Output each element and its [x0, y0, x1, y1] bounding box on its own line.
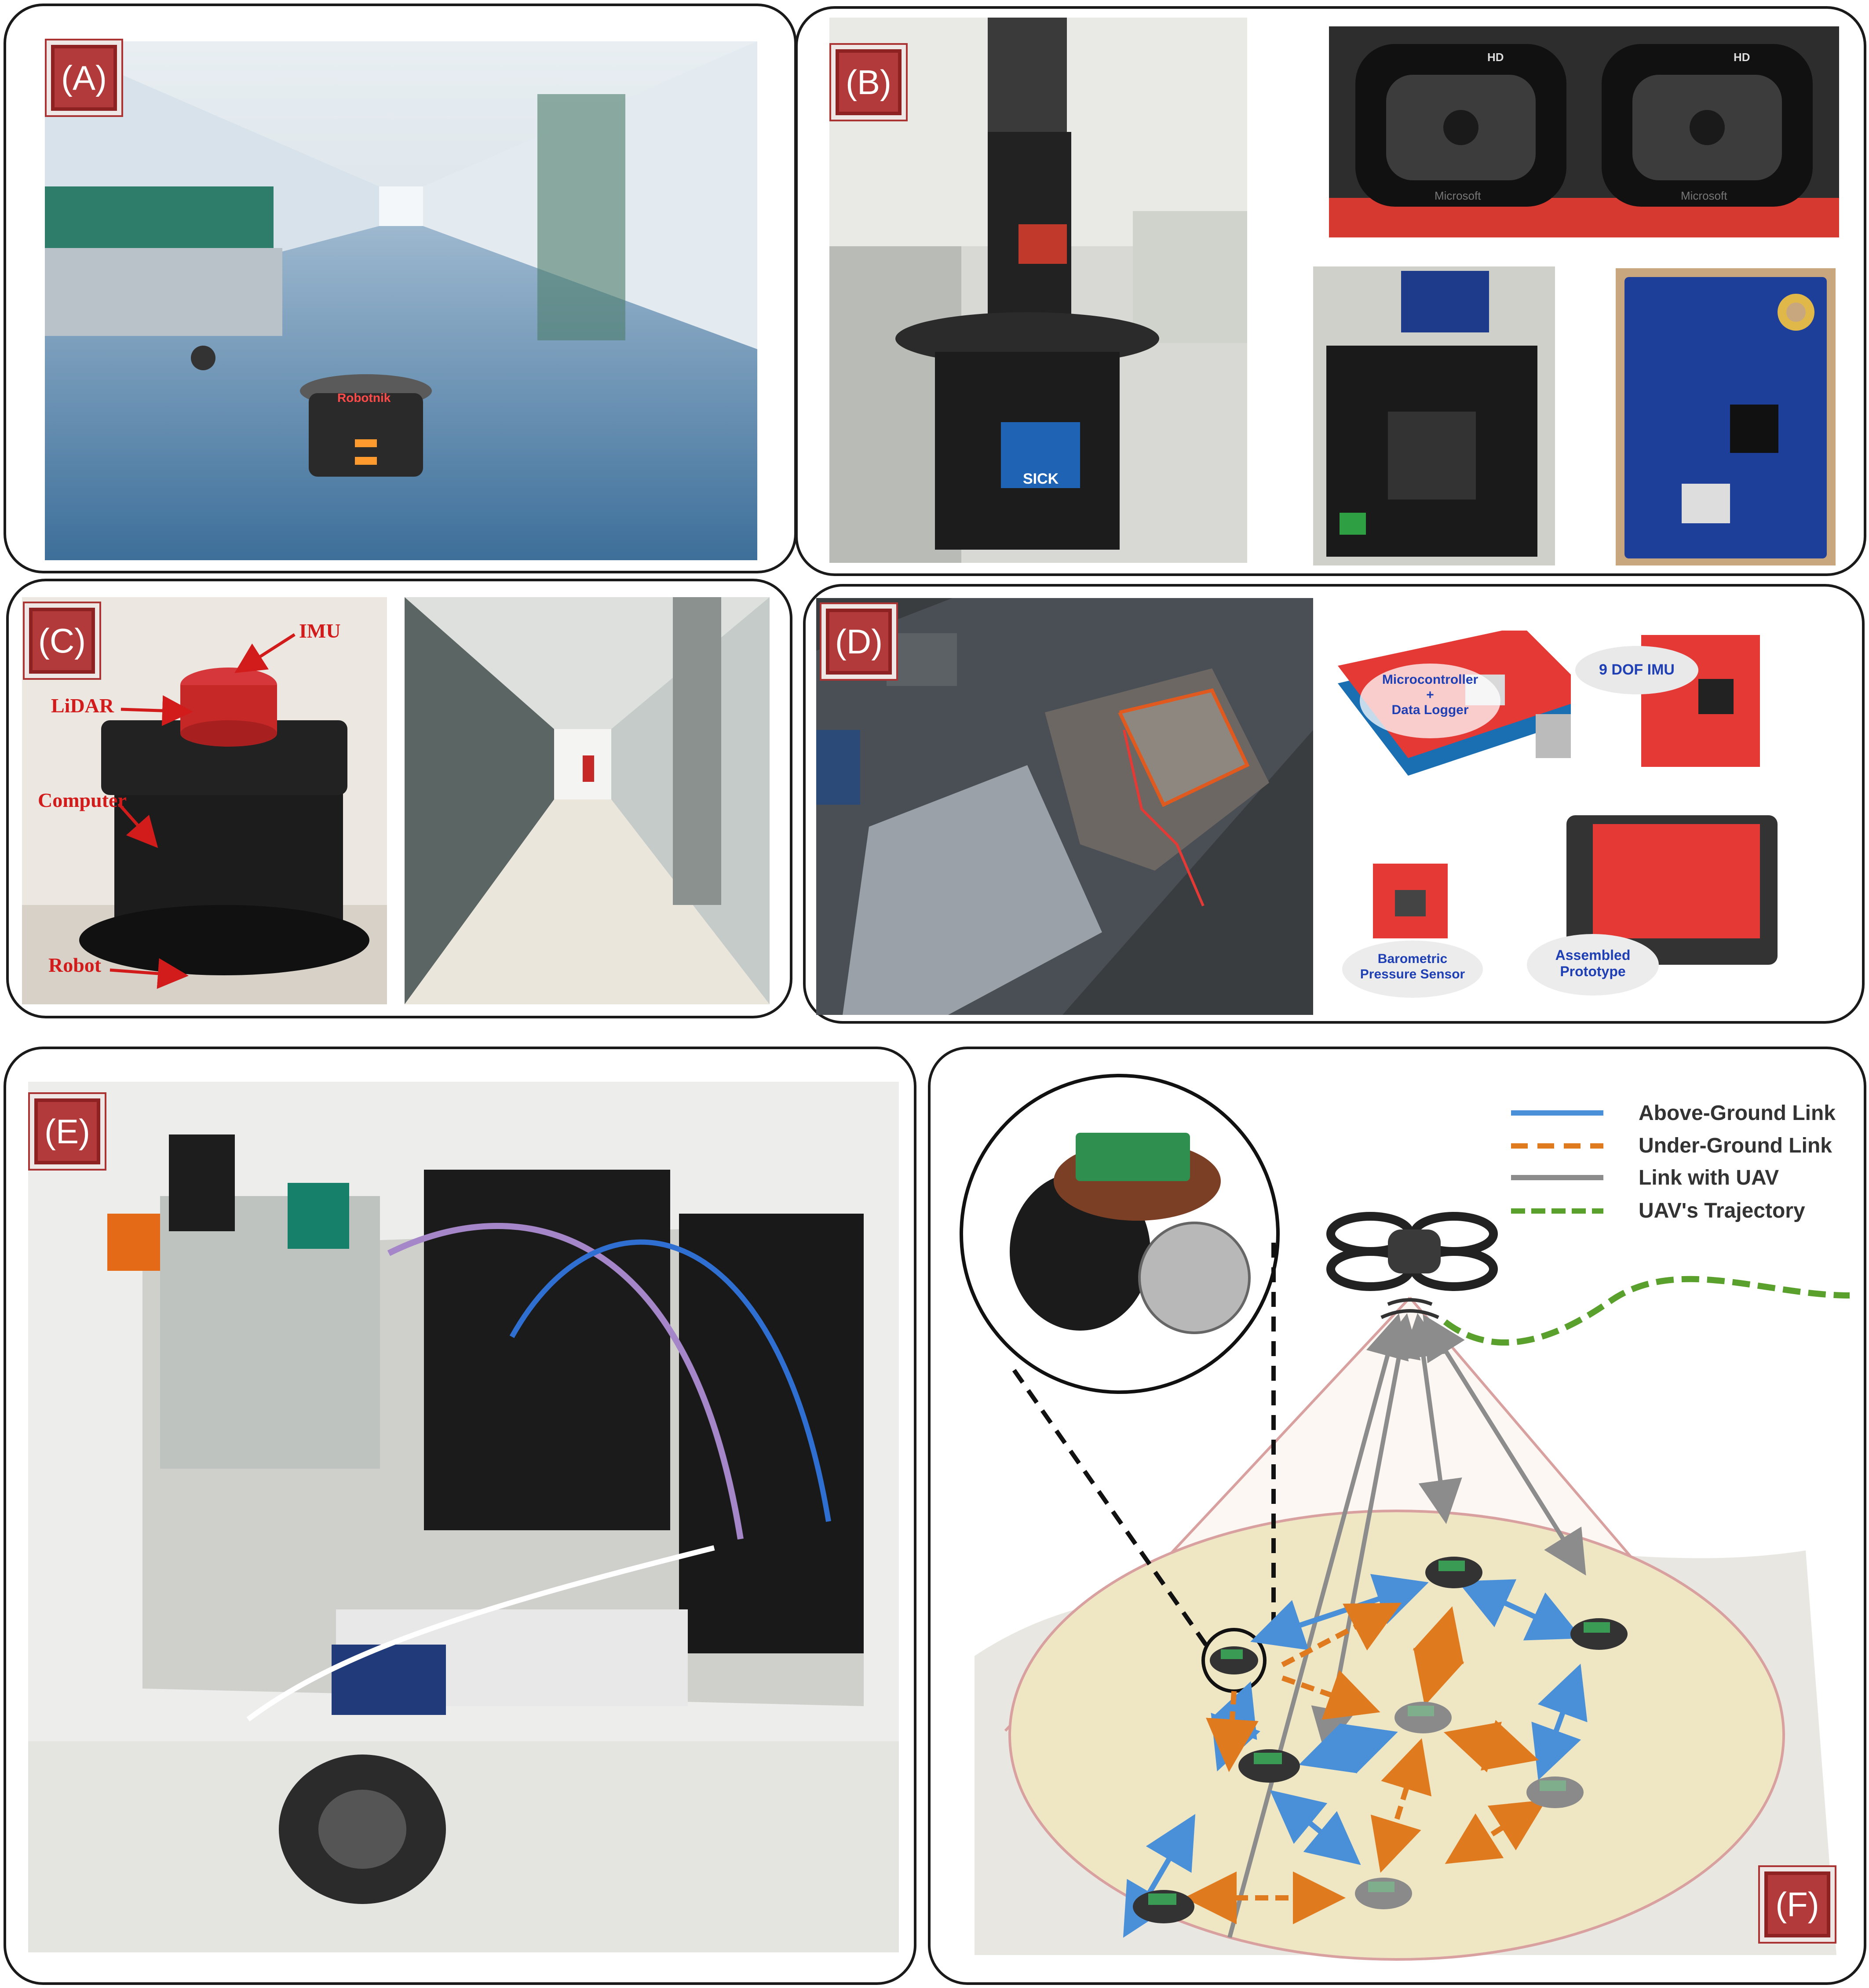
barometric-sensor-photo: Barometric Pressure Sensor: [1342, 855, 1483, 1000]
panel-f: Above-Ground Link Under-Ground Link Link…: [928, 1047, 1866, 1985]
legend-swatches: [1511, 1110, 1603, 1214]
aerial-map-photo: [816, 598, 1313, 1015]
stereo-cameras-photo: HD HD Microsoft Microsoft: [1329, 26, 1839, 237]
legend-entry-above-ground: Above-Ground Link: [1639, 1102, 1836, 1125]
sensor-node-5: [1238, 1749, 1300, 1783]
panel-b-label: (B): [846, 63, 891, 102]
hospital-corridor-photo: Robotnik: [45, 41, 757, 560]
sensor-node-6: [1526, 1776, 1584, 1808]
panel-b: SICK HD HD Microsoft Microsoft: [795, 6, 1866, 576]
panel-b-label-badge: (B): [829, 43, 908, 121]
component-label-prototype: Assembled Prototype: [1555, 947, 1631, 979]
annotation-arrows: [110, 633, 296, 989]
annotation-imu: IMU: [299, 620, 341, 642]
camera-hd-label-right: HD: [1734, 51, 1750, 64]
uav-network-diagram: [960, 1074, 1850, 1961]
office-corridor-photo: [405, 597, 770, 1004]
lidar-brand-label: SICK: [1023, 471, 1059, 487]
panel-f-label-badge: (F): [1758, 1865, 1836, 1944]
panel-d-label: (D): [835, 622, 883, 661]
wheeled-robot-prototype-photo: [28, 1082, 899, 1952]
legend-entry-uav-link: Link with UAV: [1639, 1166, 1779, 1189]
microcontroller-board-photo: [1313, 266, 1555, 565]
sensor-node-1: [1210, 1646, 1258, 1674]
robot-brand-label: Robotnik: [337, 391, 391, 405]
panel-e-label: (E): [44, 1112, 90, 1151]
assembled-prototype-photo: Assembled Prototype: [1527, 798, 1782, 1000]
sensor-node-7: [1355, 1878, 1412, 1909]
annotation-computer: Computer: [38, 789, 127, 811]
annotation-lidar: LiDAR: [51, 694, 114, 717]
imu-module-photo: [1616, 268, 1836, 565]
panel-c-label-badge: (C): [23, 602, 101, 680]
panel-f-label: (F): [1775, 1885, 1819, 1924]
component-label-barometric: Barometric Pressure Sensor: [1360, 952, 1465, 981]
panel-d-label-badge: (D): [820, 602, 898, 681]
camera-brand-left: Microsoft: [1435, 189, 1481, 202]
sensor-node-3: [1570, 1618, 1628, 1650]
panel-c: IMU LiDAR Computer Robot (C): [6, 579, 792, 1018]
sensor-node-2: [1425, 1557, 1482, 1588]
camera-hd-label-left: HD: [1487, 51, 1504, 64]
panel-a-label: (A): [61, 58, 107, 97]
panel-d: Microcontroller + Data Logger 9 DOF IMU …: [803, 584, 1865, 1024]
lidar-robot-photo: IMU LiDAR Computer Robot: [22, 597, 387, 1004]
annotation-robot: Robot: [48, 954, 102, 976]
panel-c-label: (C): [38, 621, 86, 660]
camera-brand-right: Microsoft: [1681, 189, 1727, 202]
panel-e: (E): [4, 1047, 916, 1985]
sensor-node-4: [1394, 1702, 1452, 1733]
panel-a: Robotnik (A): [4, 4, 797, 573]
panel-a-label-badge: (A): [45, 39, 123, 117]
panel-e-label-badge: (E): [28, 1092, 106, 1171]
legend-entry-under-ground: Under-Ground Link: [1639, 1134, 1832, 1157]
imu-9dof-board-photo: 9 DOF IMU: [1571, 631, 1764, 771]
legend-entry-uav-trajectory: UAV's Trajectory: [1639, 1199, 1805, 1222]
uav-drone: [1326, 1212, 1498, 1319]
sensor-node-8: [1133, 1890, 1194, 1923]
component-label-imu: 9 DOF IMU: [1599, 661, 1675, 678]
component-label-microcontroller: Microcontroller + Data Logger: [1382, 672, 1478, 717]
